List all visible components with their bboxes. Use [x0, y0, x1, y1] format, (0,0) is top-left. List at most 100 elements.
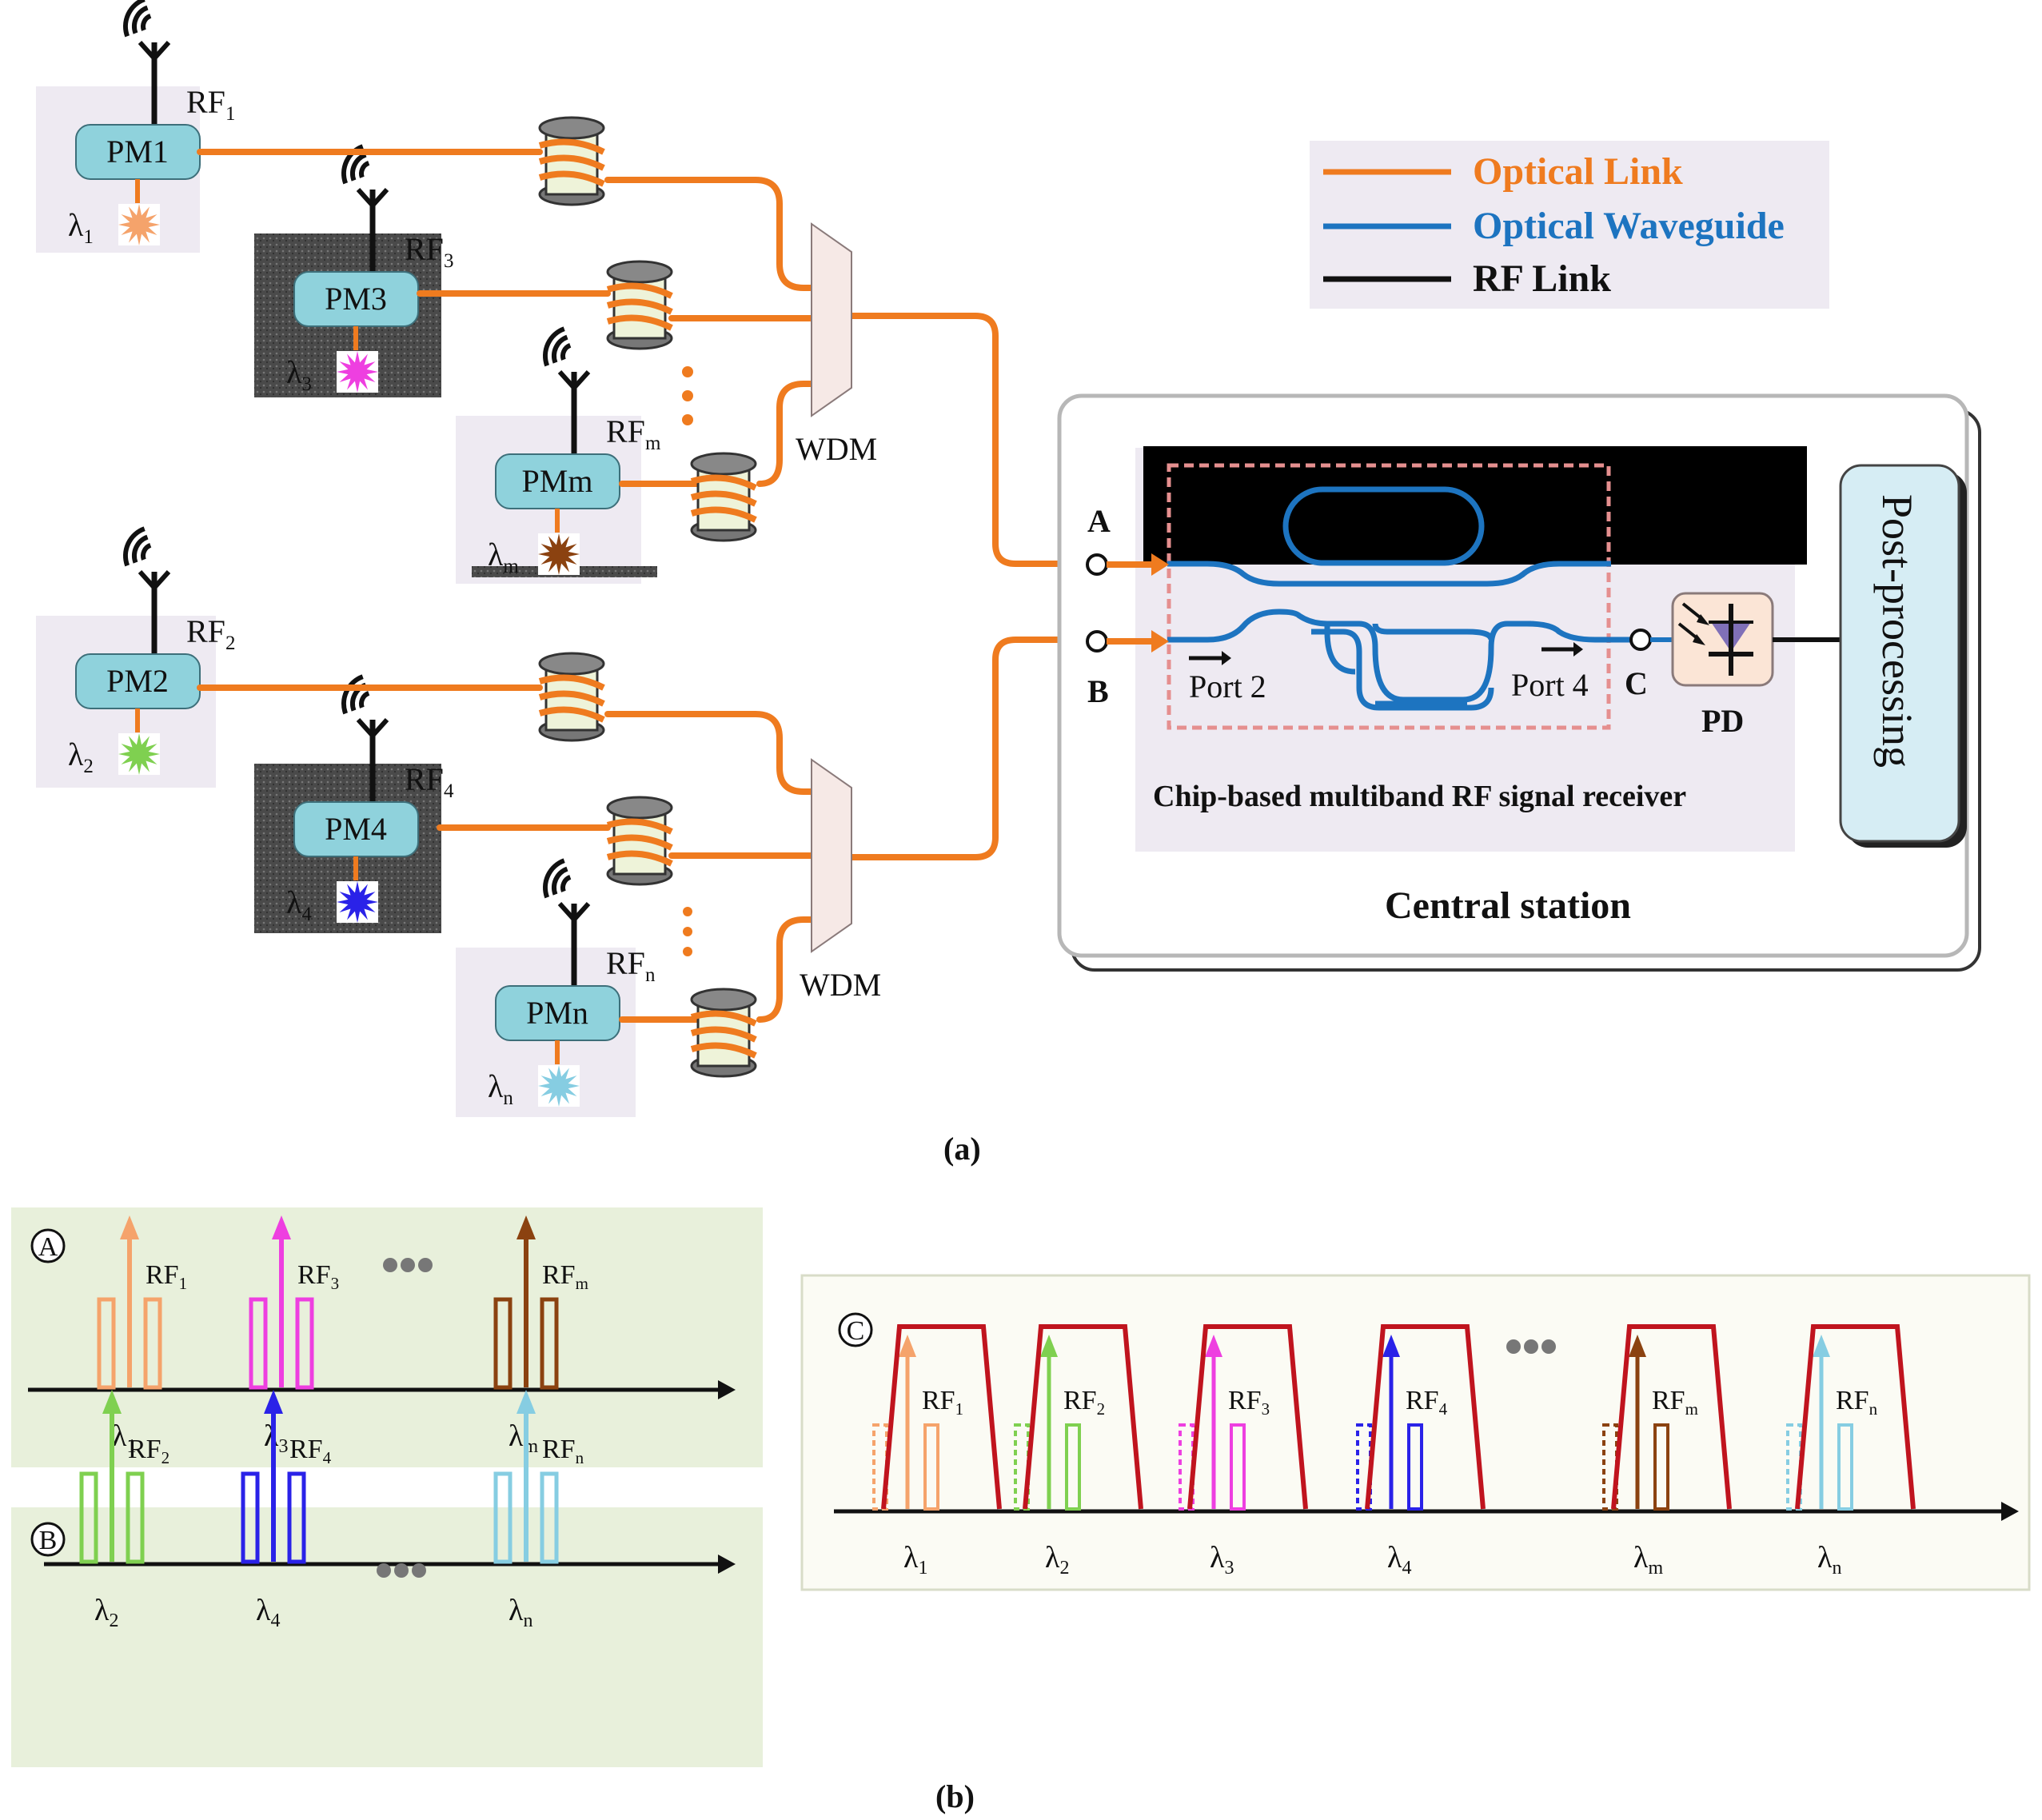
pm-label: PM2 [106, 663, 169, 699]
lambda-spectrum-label: λ4 [256, 1594, 280, 1631]
rf-label: RF1 [186, 84, 235, 125]
sideband-bar [1653, 1423, 1669, 1511]
sideband-bar [540, 1471, 559, 1564]
signal-wave-icon [341, 674, 364, 715]
rf-label: RF4 [405, 761, 454, 802]
rf-spectrum-label: RFn [1836, 1386, 1878, 1419]
sideband-bar [1065, 1423, 1081, 1511]
lambda-spectrum-label: λm [1633, 1541, 1663, 1579]
lambda-label: λn [488, 1068, 513, 1109]
signal-wave-icon [123, 0, 146, 38]
central-station-title: Central station [1385, 884, 1631, 927]
antenna-head-icon [356, 187, 389, 210]
lambda-spectrum-label: λ3 [1210, 1541, 1234, 1579]
filter-passband [1365, 1324, 1486, 1510]
remote-units: PM1RF1λ1PM3RF3λ3PMmRFmλmPM2RF2λ2PM4RF4λ4… [36, 0, 661, 1117]
antenna-head-icon [138, 569, 171, 592]
lambda-spectrum-label: λ2 [94, 1594, 118, 1631]
spool-winding [690, 490, 757, 507]
chip-caption: Chip-based multiband RF signal receiver [1153, 780, 1686, 813]
legend-rf-link: RF Link [1473, 257, 1611, 300]
signal-wave-icon [132, 534, 149, 564]
laser-icon [337, 351, 378, 393]
rf-spectrum-label: RFm [1652, 1386, 1698, 1419]
spectrum-a-panel [11, 1207, 763, 1467]
carrier-arrowhead [1629, 1335, 1646, 1357]
lambda-spectrum-label: λn [509, 1594, 532, 1631]
panel-letter: B [39, 1526, 58, 1555]
panel-circle-label [30, 1228, 66, 1263]
spool-winding [538, 690, 605, 707]
filter-passband [881, 1324, 1002, 1510]
fiber-spools [538, 116, 757, 1078]
pm-label: PMm [522, 463, 593, 499]
lambda-spectrum-label: λ1 [903, 1541, 927, 1579]
spool-winding [690, 1010, 757, 1027]
rf-label: RFn [606, 945, 656, 986]
fiber-spool [538, 652, 605, 742]
carrier-arrowhead [516, 1215, 536, 1239]
post-processing-label: Post-processing [1873, 494, 1921, 768]
spool-winding [606, 314, 673, 331]
port-a [1086, 553, 1108, 576]
signal-wave-icon [132, 5, 149, 34]
rf-label: RF2 [186, 613, 235, 654]
spool-winding [538, 154, 605, 171]
sideband-bar [287, 1471, 306, 1564]
antenna-head-icon [557, 901, 591, 924]
legend-optical-waveguide: Optical Waveguide [1473, 205, 1785, 247]
sideband-bar [1407, 1423, 1423, 1511]
carrier-arrowhead [516, 1390, 536, 1414]
rf-label: RF3 [405, 231, 453, 272]
sideband-bar [493, 1471, 512, 1564]
signal-wave-icon [350, 152, 367, 182]
spool-winding [690, 1026, 757, 1043]
ellipsis-dots [682, 366, 693, 956]
axis-arrowhead [2001, 1502, 2019, 1521]
antenna-head-icon [138, 40, 171, 62]
axis-arrowhead [718, 1380, 736, 1399]
lambda-label: λ1 [68, 207, 94, 248]
port-2-label: Port 2 [1189, 669, 1266, 704]
sideband-bar [143, 1297, 162, 1390]
rf-spectrum-label: RF3 [297, 1260, 339, 1293]
spool-top [606, 796, 673, 820]
legend-optical-link: Optical Link [1473, 150, 1683, 193]
lambda-label: λ3 [286, 354, 312, 395]
laser-icon [118, 204, 160, 245]
rf-spectrum-label: RF2 [128, 1435, 170, 1467]
fiber-spool [538, 116, 605, 206]
carrier-arrowhead [1382, 1335, 1400, 1357]
port-b [1086, 630, 1108, 653]
spool-winding [538, 170, 605, 187]
spectrum-ellipsis [394, 1563, 409, 1578]
post-processing-block [1839, 464, 1960, 843]
fiber-spool [606, 796, 673, 886]
laser-icon [118, 733, 160, 775]
port-4-label: Port 4 [1511, 667, 1589, 703]
spool-winding [606, 834, 673, 851]
spectrum-ellipsis [1541, 1339, 1556, 1354]
spool-winding [538, 706, 605, 723]
lambda-spectrum-label: λ4 [1387, 1541, 1411, 1579]
central-station: Port 2 Port 4 A B C PD Post-processing C… [1057, 393, 1981, 972]
pm-label: PMn [526, 995, 588, 1031]
carrier-arrowhead [1813, 1335, 1830, 1357]
port-b-label: B [1087, 673, 1109, 709]
spool-winding [690, 506, 757, 523]
carrier-arrowhead [272, 1215, 291, 1239]
fiber-spool [606, 260, 673, 350]
spectrum-ellipsis [1524, 1339, 1538, 1354]
carrier-arrowhead [102, 1390, 122, 1414]
filter-passband [1611, 1324, 1732, 1510]
laser-icon [538, 533, 580, 575]
wdm-top-label: WDM [796, 431, 877, 467]
spool-winding [606, 298, 673, 315]
